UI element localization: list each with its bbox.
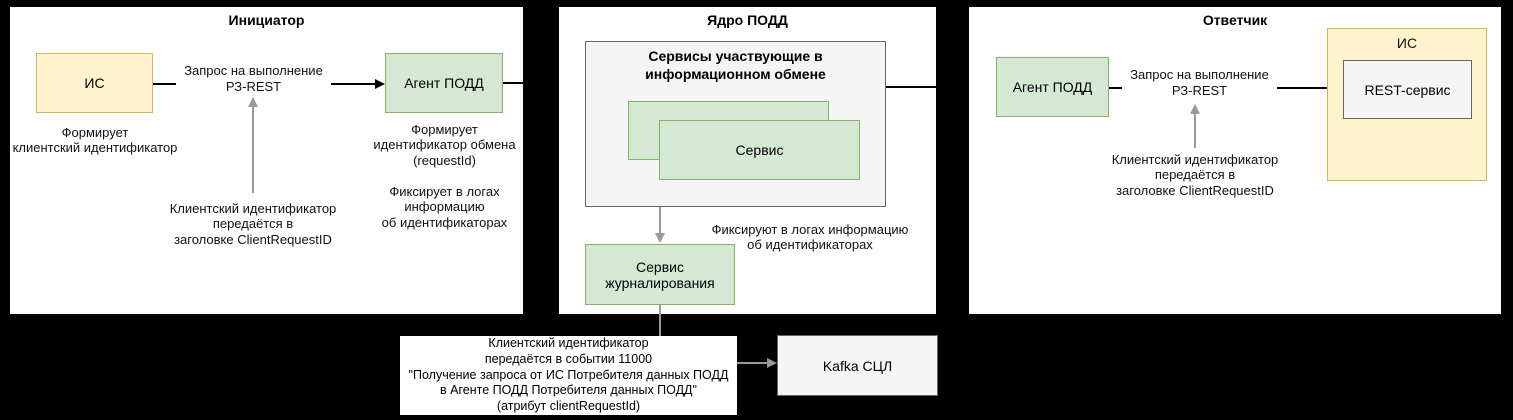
logging-to-note-line <box>659 305 661 336</box>
responder-rest-box: REST-сервис <box>1343 60 1472 119</box>
responder-annotation: Клиентский идентификатор передаётся в за… <box>1111 152 1279 198</box>
responder-agent-box: Агент ПОДД <box>996 57 1109 117</box>
kafka-box: Kafka СЦЛ <box>777 335 938 396</box>
initiator-annotation: Клиентский идентификатор передаётся в за… <box>169 201 337 247</box>
responder-annotation-line <box>1194 109 1196 148</box>
initiator-agent-label: Агент ПОДД <box>404 75 484 91</box>
initiator-agent-note-1: Формирует идентификатор обмена (requestI… <box>373 122 516 168</box>
core-service-box-front: Сервис <box>659 120 860 180</box>
event-note-box: Клиентский идентификатор передаётся в со… <box>400 336 737 415</box>
initiator-is-label: ИС <box>84 75 105 91</box>
responder-annotation-arrowhead-icon <box>1190 104 1200 114</box>
initiator-is-note: Формирует клиентский идентификатор <box>12 125 178 156</box>
responder-is-label: ИС <box>1396 35 1418 51</box>
kafka-label: Kafka СЦЛ <box>822 357 893 374</box>
core-logging-box: Сервис журналирования <box>585 244 735 305</box>
initiator-flow-label: Запрос на выполнение РЗ-REST <box>176 63 331 96</box>
responder-panel-title: Ответчик <box>1202 12 1268 28</box>
responder-rest-label: REST-сервис <box>1364 81 1451 98</box>
core-logging-arrowhead-icon <box>655 233 665 243</box>
initiator-to-core-line <box>503 82 588 84</box>
responder-agent-label: Агент ПОДД <box>1012 79 1093 95</box>
core-to-responder-line <box>886 86 988 88</box>
core-logging-line <box>659 207 661 234</box>
core-annotation: Фиксируют в логах информацию об идентифи… <box>711 222 909 253</box>
event-note-text: Клиентский идентификатор передаётся в со… <box>408 335 729 414</box>
core-logging-label: Сервис журналирования <box>605 258 715 291</box>
core-panel-title: Ядро ПОДД <box>707 12 788 28</box>
initiator-is-box: ИС <box>36 53 153 113</box>
initiator-agent-note-2: Фиксирует в логах информацию об идентифи… <box>381 184 508 230</box>
initiator-panel-title: Инициатор <box>228 12 305 28</box>
core-service-label: Сервис <box>735 142 784 158</box>
note-to-kafka-line <box>737 362 769 364</box>
core-services-container-title: Сервисы участвующие в информационном обм… <box>645 48 826 83</box>
initiator-annotation-line <box>252 102 254 193</box>
initiator-agent-box: Агент ПОДД <box>385 53 503 113</box>
note-to-kafka-arrowhead-icon <box>767 358 777 368</box>
responder-flow-label: Запрос на выполнение РЗ-REST <box>1122 67 1277 100</box>
initiator-flow-arrowhead-icon <box>375 79 385 89</box>
initiator-annotation-arrowhead-icon <box>248 97 258 107</box>
